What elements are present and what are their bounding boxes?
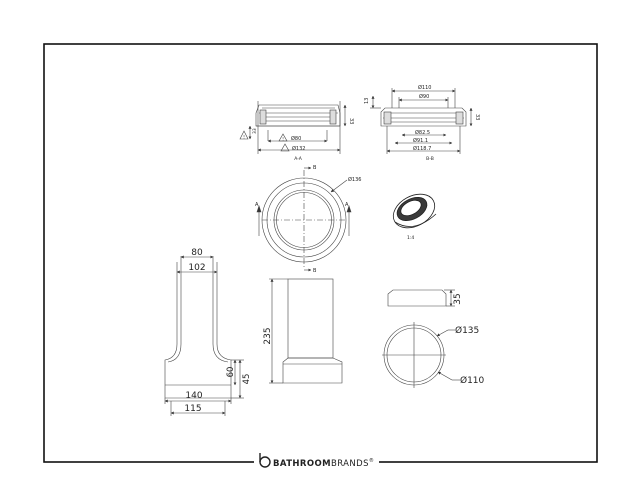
brand-background — [254, 452, 379, 470]
plan-view-mark-a-left: A — [255, 202, 259, 208]
section-bb-dim-bottom: Ø118.7 — [413, 145, 431, 152]
pipe-section-view — [164, 255, 244, 416]
section-bb-dim-mid: Ø91.1 — [413, 137, 428, 144]
pipe-section-dim-base-height: 45 — [242, 374, 252, 385]
pipe-section-dim-base-width: 140 — [185, 391, 202, 401]
plan-view-mark-b-top: B — [313, 165, 317, 171]
brand-logo-letter: b — [0, 0, 1, 1]
svg-text:BATHROOMBRANDS®: BATHROOMBRANDS® — [273, 457, 374, 469]
collar-plan-dim-inner: Ø110 — [460, 375, 485, 386]
brand-name-light: BRANDS — [331, 459, 369, 469]
section-bb-dim-inner-bottom: Ø82.5 — [415, 129, 430, 136]
brand-registered-mark: ® — [369, 457, 374, 464]
pipe-elevation-dim-height: 235 — [263, 327, 273, 344]
section-bb-label: B-B — [426, 156, 434, 162]
iso-ring-scale: 1:4 — [407, 235, 414, 241]
section-bb-dim-inner-top: Ø90 — [419, 93, 429, 100]
section-bb-view — [370, 88, 473, 154]
section-aa-label: A-A — [294, 156, 303, 162]
section-bb-dim-top: Ø110 — [418, 84, 431, 91]
section-aa-warning-a: ! — [243, 135, 245, 141]
section-aa-dim-inner: Ø80 — [291, 135, 301, 142]
plan-view-mark-a-right: A — [345, 202, 349, 208]
collar-plan-dim-outer: Ø135 — [455, 325, 479, 336]
section-aa-view — [239, 101, 347, 154]
pipe-section-dim-outer-top: 102 — [188, 263, 205, 273]
collar-plan-view — [382, 322, 460, 388]
section-bb-dim-side: 33 — [474, 114, 480, 120]
brand-name-bold: BATHROOM — [273, 459, 331, 469]
collar-side-view — [387, 289, 455, 307]
section-aa-dim-height: 33 — [348, 118, 354, 124]
pipe-section-dim-step: 60 — [226, 367, 236, 378]
section-aa-dim-side: 33 — [252, 128, 258, 134]
section-aa-dim-outer: Ø132 — [292, 145, 305, 152]
section-bb-dim-height: 13 — [364, 98, 370, 104]
plan-view — [256, 166, 352, 272]
plan-view-dim-diameter: Ø136 — [348, 176, 361, 183]
plan-view-mark-b-bottom: B — [313, 268, 317, 274]
brand-logo: b BATHROOMBRANDS® — [0, 0, 374, 469]
pipe-elevation-view — [269, 278, 343, 384]
collar-side-dim-height: 35 — [453, 293, 463, 304]
pipe-section-dim-inner-top: 80 — [191, 248, 203, 258]
iso-ring-view — [392, 193, 437, 229]
section-aa-warning-b: ! — [282, 137, 284, 142]
pipe-section-dim-base-bottom: 115 — [184, 404, 201, 414]
